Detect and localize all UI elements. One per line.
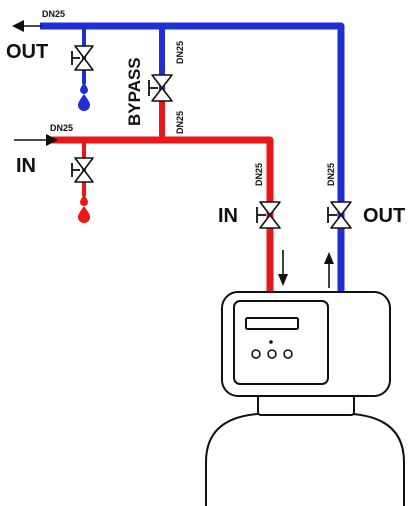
outlet-drain-valve[interactable]: [71, 45, 94, 71]
dn-label-bypass-lower: DN25: [175, 111, 185, 134]
inlet-label: IN: [16, 155, 36, 177]
dn-label-in-riser: DN25: [254, 163, 264, 186]
inlet-pipe-main: [52, 136, 274, 292]
red-water-drops: [78, 194, 90, 223]
softener-outlet-label: OUT: [363, 205, 405, 227]
inlet-arrow-head: [46, 134, 58, 146]
inlet-drain-valve[interactable]: [71, 157, 94, 183]
dn-label-in-pipe: DN25: [50, 123, 73, 133]
display-screen: [245, 317, 299, 330]
control-button-2[interactable]: [267, 349, 277, 359]
dn-label-top: DN25: [42, 9, 65, 19]
dn-label-out-riser: DN25: [326, 163, 336, 186]
softener-inlet-valve[interactable]: [256, 201, 281, 229]
blue-drop-small: [80, 82, 88, 94]
status-led: [269, 340, 273, 344]
softener-inlet-label: IN: [218, 205, 238, 227]
red-drop-large: [78, 206, 90, 223]
dn-label-bypass-upper: DN25: [175, 41, 185, 64]
red-drop-small: [80, 194, 88, 206]
softener-outlet-valve[interactable]: [327, 201, 352, 229]
flow-arrow-up: [324, 252, 334, 288]
control-button-3[interactable]: [283, 349, 293, 359]
control-panel: [233, 300, 329, 385]
tank-neck: [257, 394, 355, 416]
control-button-1[interactable]: [251, 349, 261, 359]
outlet-arrow-head: [12, 20, 24, 32]
flow-arrow-down: [278, 250, 288, 286]
softener-tank: [205, 413, 405, 506]
bypass-label: BYPASS: [125, 57, 144, 126]
blue-water-drops: [78, 82, 90, 111]
bypass-valve[interactable]: [148, 74, 173, 102]
outlet-label: OUT: [6, 41, 48, 63]
blue-drop-large: [78, 94, 90, 111]
inlet-pipe-network: [14, 100, 274, 292]
softener-unit: [205, 291, 405, 506]
